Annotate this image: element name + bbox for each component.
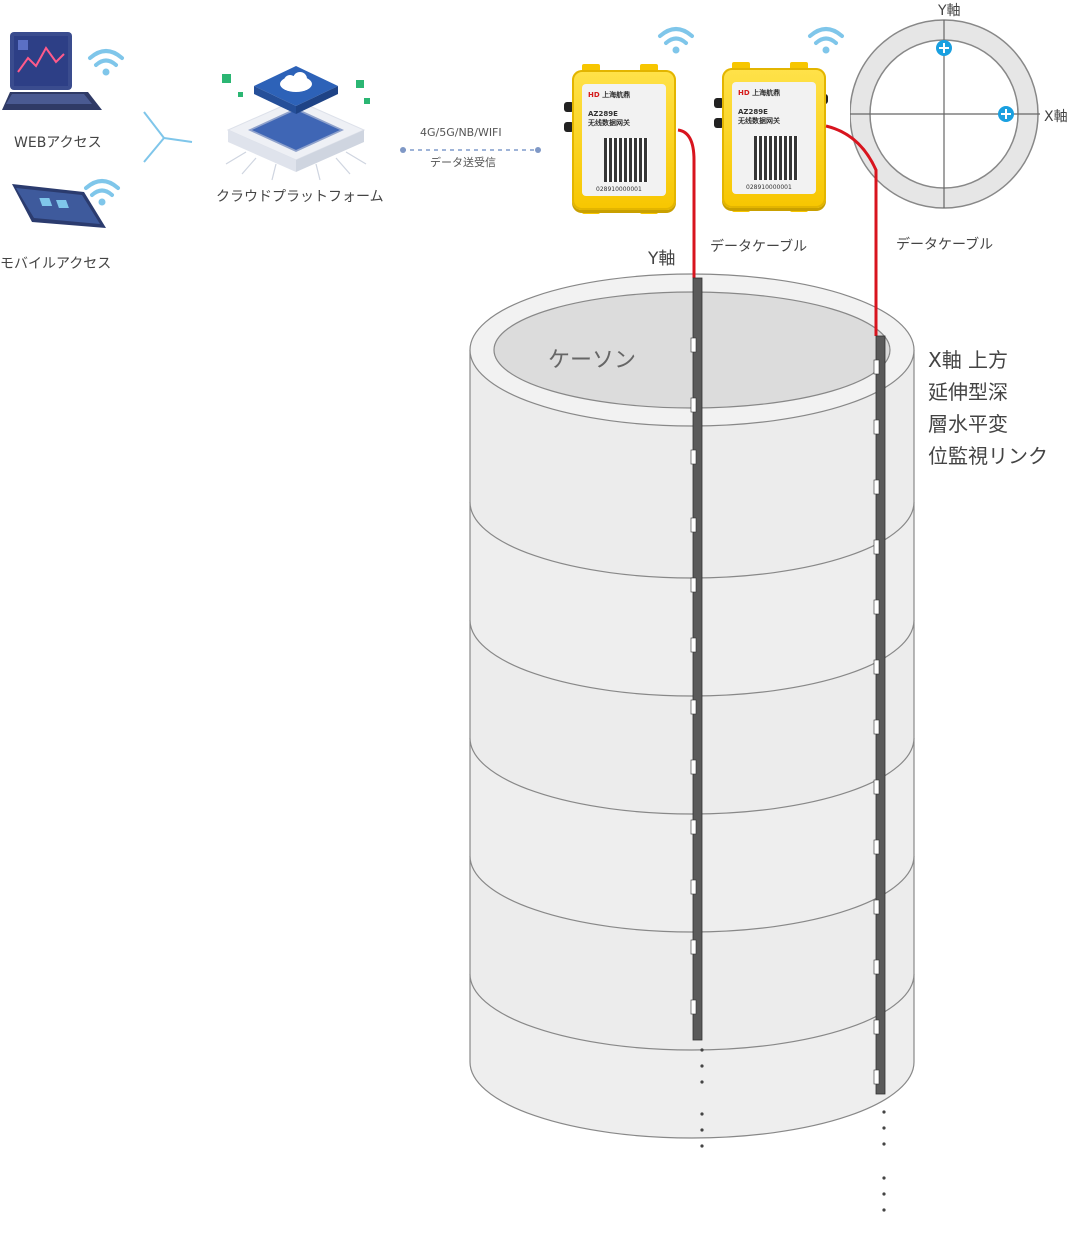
cloud-platform-label: クラウドプラットフォーム: [216, 189, 384, 205]
gateway-brand: 上海航鼎: [752, 89, 781, 97]
wifi-icon: [82, 174, 122, 214]
gateway-subtitle: 无线数据网关: [588, 119, 630, 127]
gateway-serial: 028910000001: [596, 186, 642, 193]
compass-x-label: X軸: [1044, 109, 1068, 125]
gateway-serial: 028910000001: [746, 184, 792, 191]
description-line: 層水平変: [928, 412, 1008, 436]
mobile-access-label: モバイルアクセス: [0, 256, 112, 272]
wifi-icon: [86, 44, 126, 84]
laptop-icon: [0, 28, 112, 118]
x-sensor-marker-icon: [998, 106, 1014, 122]
description-line: 位監視リンク: [928, 444, 1048, 468]
dashed-link-line: [400, 140, 542, 159]
y-sensor-marker-icon: [936, 40, 952, 56]
smartphone-icon: [2, 178, 114, 240]
gateway-model: AZ289E: [738, 108, 768, 116]
branch-connector: [140, 108, 196, 172]
qr-code-icon: [604, 138, 648, 182]
caisson-label: ケーソン: [548, 348, 637, 373]
protocol-label: 4G/5G/NB/WIFI: [420, 126, 502, 139]
cross-section-diagram: [849, 16, 1040, 220]
qr-code-icon: [754, 136, 798, 180]
web-access-label: WEBアクセス: [14, 135, 102, 151]
gateway-subtitle: 无线数据网关: [738, 117, 780, 125]
description-line: X軸 上方: [928, 348, 1009, 372]
gateway-brand: 上海航鼎: [602, 91, 631, 99]
wifi-icon: [806, 22, 846, 62]
gateway-model: AZ289E: [588, 110, 618, 118]
y-axis-label: Y軸: [648, 249, 676, 269]
data-cable-label: データケーブル: [896, 237, 994, 253]
sensor-strings: [560, 120, 940, 1236]
cloud-platform-icon: [216, 52, 376, 182]
wifi-icon: [656, 22, 696, 62]
data-cable-label: データケーブル: [710, 239, 808, 255]
compass-y-label: Y軸: [938, 3, 961, 19]
description-line: 延伸型深: [928, 380, 1008, 404]
transfer-label: データ送受信: [430, 156, 496, 169]
